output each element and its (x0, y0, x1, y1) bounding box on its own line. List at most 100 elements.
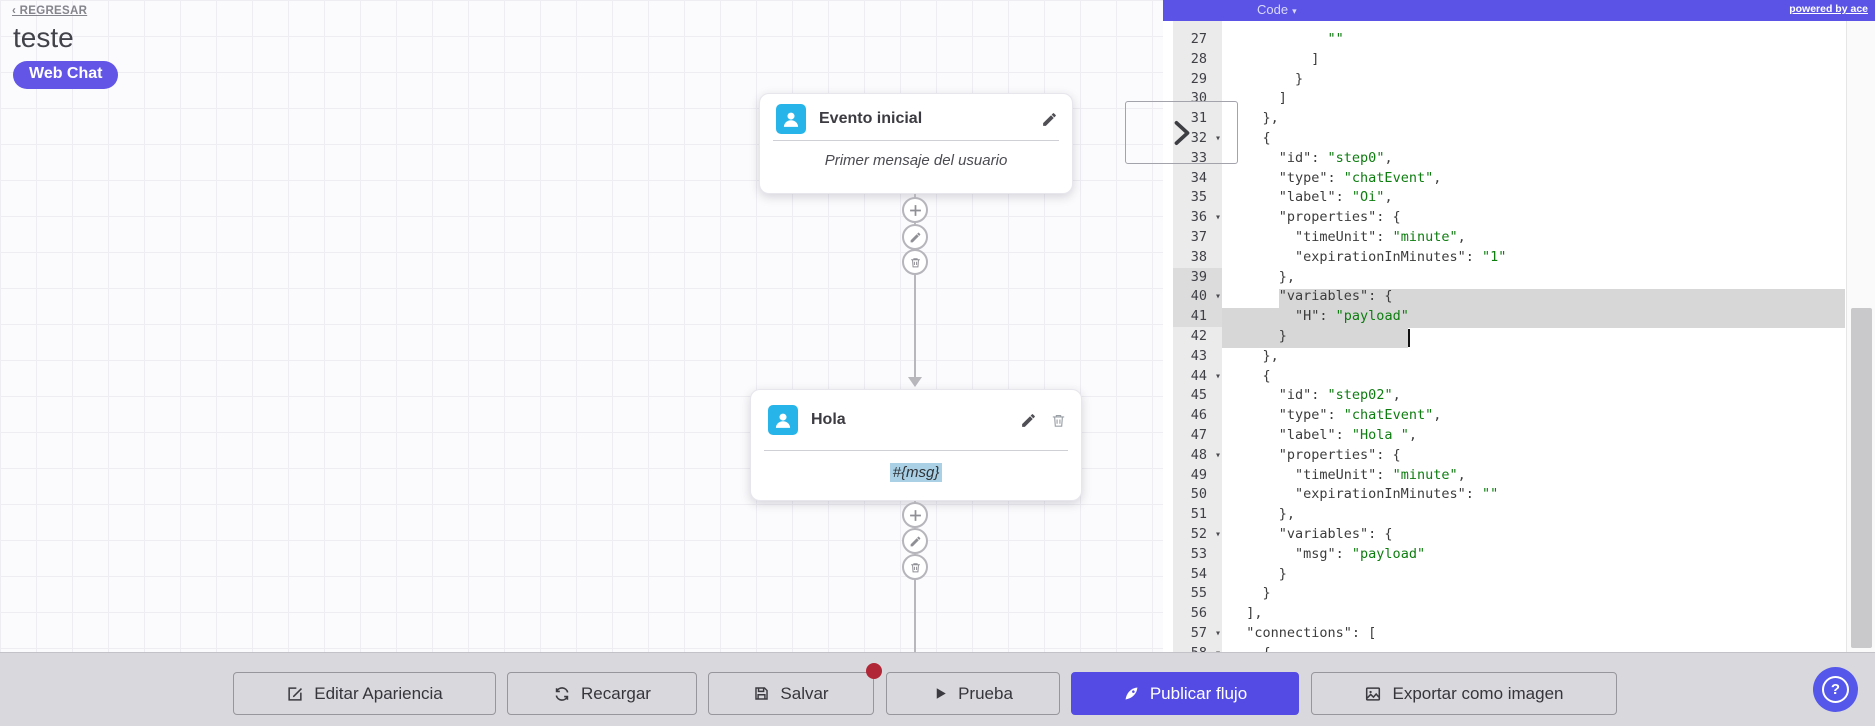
edit-connection-button[interactable] (902, 224, 928, 250)
gutter-line-number: 40▾ (1173, 287, 1222, 308)
delete-node-icon[interactable] (1050, 412, 1067, 429)
code-line[interactable]: }, (1230, 347, 1279, 364)
code-line[interactable]: { (1230, 130, 1271, 146)
gutter-line-number: 34 (1190, 169, 1207, 186)
code-line[interactable]: "label": "Hola ", (1230, 427, 1417, 443)
gutter-line-number: 33 (1190, 149, 1207, 166)
back-link[interactable]: ‹ REGRESAR (12, 5, 88, 17)
flow-node-evento-inicial[interactable]: Evento inicial Primer mensaje del usuari… (759, 93, 1073, 194)
fold-arrow-icon[interactable]: ▾ (1214, 133, 1221, 144)
code-line[interactable]: "variables": { (1230, 526, 1393, 542)
gutter-line-number: 44▾ (1173, 367, 1222, 387)
code-line[interactable]: { (1230, 644, 1271, 652)
button-label: Editar Apariencia (314, 683, 443, 703)
code-line[interactable]: } (1230, 585, 1271, 602)
channel-badge: Web Chat (13, 61, 119, 89)
connector-arrowhead-icon (908, 377, 922, 387)
divider (773, 140, 1059, 141)
edit-connection-button[interactable] (902, 528, 928, 554)
pencil-icon (910, 232, 920, 242)
code-line[interactable]: ], (1230, 605, 1263, 622)
code-line[interactable]: }, (1230, 110, 1279, 127)
flow-canvas[interactable]: ‹ REGRESAR teste Web Chat Evento inicial… (0, 0, 1163, 652)
collapse-code-panel-button[interactable] (1125, 101, 1238, 164)
fold-arrow-icon[interactable]: ▾ (1214, 529, 1221, 540)
gutter-line-number: 39 (1173, 267, 1222, 288)
test-button[interactable]: Prueba (886, 672, 1060, 715)
gutter-line-number: 38 (1190, 248, 1207, 265)
code-line[interactable]: ] (1230, 90, 1287, 107)
fold-arrow-icon[interactable]: ▾ (1215, 644, 1221, 652)
flow-node-hola[interactable]: Hola #{msg} (750, 389, 1082, 501)
save-icon (755, 687, 769, 700)
bottom-toolbar: Editar Apariencia Recargar Salvar Prueba… (0, 652, 1875, 726)
code-line[interactable]: } (1230, 70, 1304, 87)
code-line[interactable]: "type": "chatEvent", (1230, 407, 1442, 424)
code-line[interactable]: "" (1327, 31, 1344, 47)
edit-appearance-button[interactable]: Editar Apariencia (233, 672, 496, 715)
fold-arrow-icon[interactable]: ▾ (1214, 449, 1221, 461)
gutter-line-number: 47 (1190, 427, 1207, 443)
code-line[interactable]: "expirationInMinutes": "1" (1230, 248, 1507, 265)
code-line[interactable]: } (1230, 565, 1287, 582)
gutter-line-number: 35 (1190, 189, 1207, 206)
edit-node-icon[interactable] (1020, 412, 1037, 429)
publish-flow-button[interactable]: Publicar flujo (1071, 672, 1299, 715)
code-line[interactable]: "properties": { (1230, 209, 1401, 226)
gutter-line-number: 50 (1190, 486, 1207, 503)
gutter-line-number: 28 (1190, 50, 1207, 67)
code-line[interactable]: "type": "chatEvent", (1230, 169, 1442, 186)
help-button[interactable]: ? (1813, 667, 1858, 712)
code-line[interactable]: }, (1230, 268, 1296, 285)
edit-square-icon (288, 686, 303, 701)
gutter-line-number: 53 (1190, 545, 1207, 562)
code-line[interactable]: "H": "payload" (1230, 308, 1409, 325)
edit-node-icon[interactable] (1041, 111, 1058, 128)
save-button[interactable]: Salvar (708, 672, 874, 715)
gutter-line-number: 32▾ (1173, 129, 1222, 149)
user-icon (768, 405, 798, 435)
code-line[interactable]: "connections": [ (1230, 625, 1377, 641)
button-label: Publicar flujo (1149, 683, 1248, 703)
code-line[interactable]: { (1230, 367, 1271, 384)
code-line[interactable]: "msg": "payload" (1230, 545, 1426, 562)
code-line[interactable]: "timeUnit": "minute", (1230, 229, 1466, 245)
fold-arrow-icon[interactable]: ▾ (1214, 628, 1221, 639)
code-line[interactable]: "variables": { (1230, 288, 1393, 305)
editor-scrollbar (1846, 21, 1875, 652)
export-image-button[interactable]: Exportar como imagen (1311, 672, 1617, 715)
image-icon (1366, 686, 1381, 701)
code-line[interactable]: "timeUnit": "minute", (1230, 466, 1466, 483)
fold-arrow-icon[interactable]: ▾ (1214, 291, 1221, 303)
code-line[interactable]: }, (1230, 506, 1296, 523)
code-line[interactable]: "properties": { (1230, 446, 1401, 463)
gutter-line-number: 36▾ (1173, 208, 1222, 228)
add-step-button[interactable] (902, 502, 928, 528)
code-line[interactable]: ] (1230, 50, 1320, 67)
code-line[interactable]: "id": "step02", (1230, 387, 1401, 404)
gutter-line-number: 27 (1190, 31, 1207, 47)
delete-connection-button[interactable] (902, 554, 928, 580)
node-title: Hola (811, 411, 846, 428)
gutter-line-number: 43 (1190, 347, 1207, 364)
code-line[interactable]: "label": "Oi", (1230, 189, 1393, 206)
gutter-line-number: 51 (1190, 506, 1207, 523)
chevron-down-icon: ▾ (1292, 6, 1297, 16)
code-dropdown[interactable]: Code▾ (1257, 2, 1297, 17)
add-step-button[interactable] (902, 197, 928, 223)
unsaved-changes-badge (866, 663, 882, 679)
fold-arrow-icon[interactable]: ▾ (1214, 212, 1221, 224)
scrollbar-thumb[interactable] (1851, 308, 1872, 648)
fold-arrow-icon[interactable]: ▾ (1214, 370, 1221, 382)
powered-by-ace-link[interactable]: powered by ace (1789, 3, 1868, 15)
reload-button[interactable]: Recargar (507, 672, 697, 715)
code-line[interactable]: } (1230, 328, 1287, 344)
gutter-line-number: 29 (1190, 70, 1207, 87)
chevron-right-icon (1174, 120, 1189, 145)
gutter-line-number: 30 (1190, 90, 1207, 107)
code-line[interactable]: "expirationInMinutes": "" (1230, 486, 1499, 503)
code-line[interactable]: "id": "step0", (1230, 149, 1393, 166)
delete-connection-button[interactable] (902, 249, 928, 275)
user-icon (776, 104, 806, 134)
